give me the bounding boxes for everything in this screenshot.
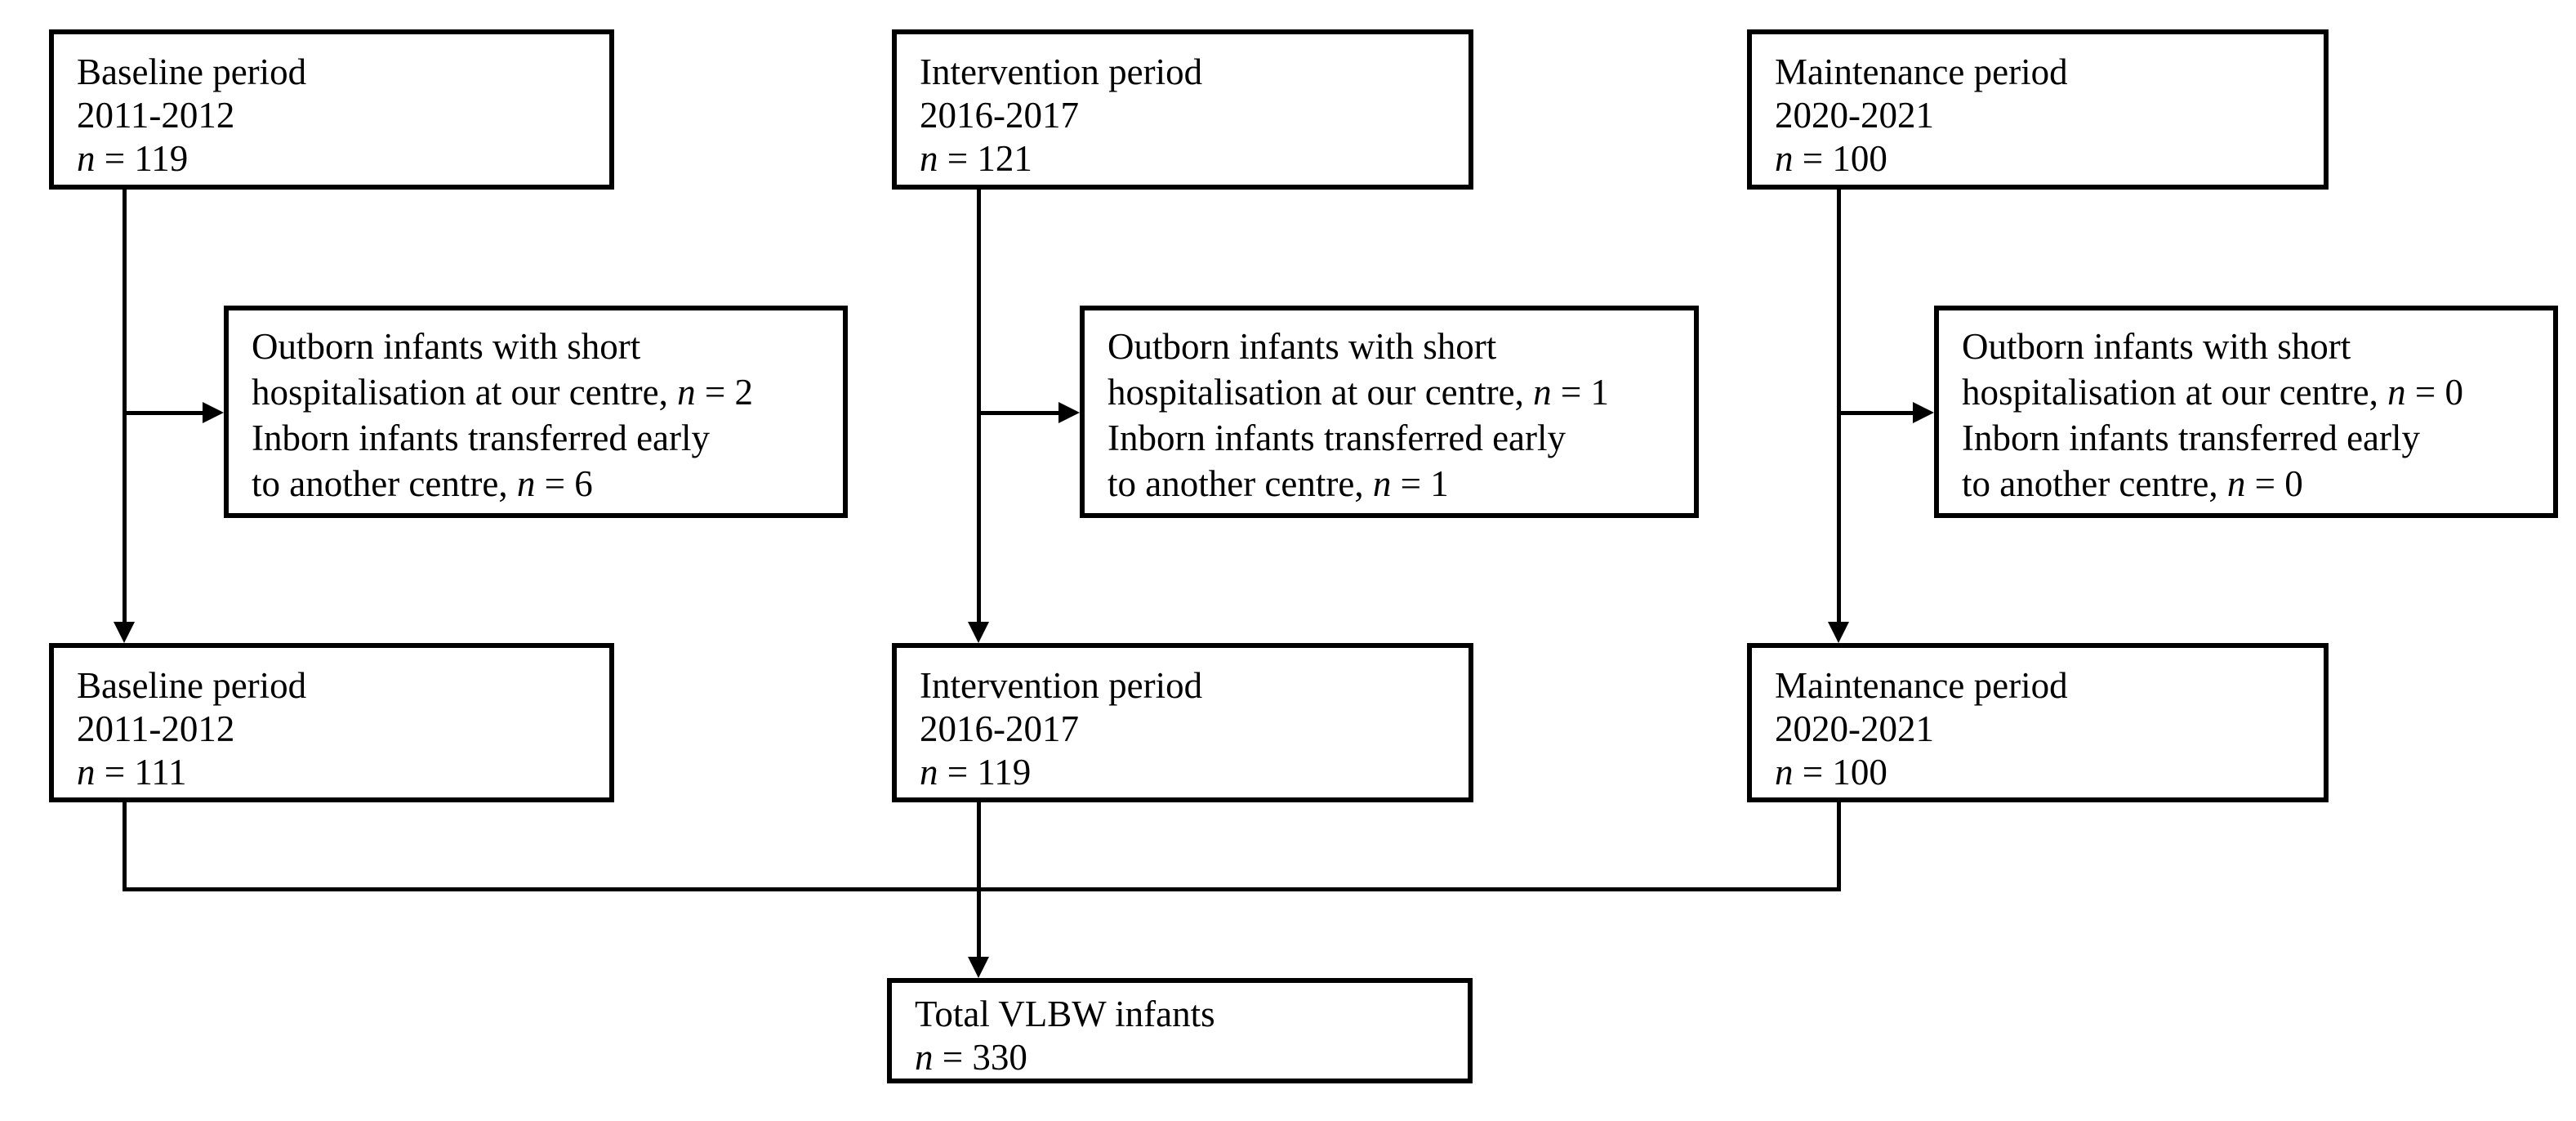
baseline-merge-connector bbox=[123, 802, 127, 891]
box-count: n = 330 bbox=[915, 1036, 1460, 1079]
box-years: 2020-2021 bbox=[1775, 708, 1934, 749]
box-title: Intervention period bbox=[920, 51, 1203, 92]
baseline-down-connector bbox=[123, 190, 127, 623]
baseline-initial-box: Baseline period 2011-2012 n = 119 bbox=[49, 29, 614, 190]
n-value: = 119 bbox=[95, 138, 189, 179]
n-symbol: n bbox=[1533, 372, 1552, 413]
n-symbol: n bbox=[1372, 463, 1392, 504]
n-value: = 100 bbox=[1793, 138, 1887, 179]
excluded-inborn-line2: to another centre, n = 0 bbox=[1962, 463, 2303, 504]
maintenance-exclusion-connector bbox=[1837, 411, 1913, 415]
box-title: Baseline period bbox=[77, 665, 307, 706]
maintenance-included-box: Maintenance period 2020-2021 n = 100 bbox=[1747, 643, 2329, 802]
merge-horizontal-connector bbox=[123, 887, 1841, 891]
n-value: = 111 bbox=[95, 752, 187, 793]
box-years: 2016-2017 bbox=[920, 95, 1079, 136]
box-count: n = 100 bbox=[1775, 751, 2315, 794]
maintenance-exclusion-arrowhead-icon bbox=[1913, 402, 1934, 423]
n-symbol: n bbox=[677, 372, 696, 413]
n-symbol: n bbox=[920, 138, 938, 179]
baseline-excluded-box: Outborn infants with short hospitalisati… bbox=[224, 306, 848, 518]
n-value: = 1 bbox=[1551, 372, 1609, 413]
excluded-outborn-line2: hospitalisation at our centre, n = 2 bbox=[252, 372, 753, 413]
n-value: = 0 bbox=[2245, 463, 2303, 504]
total-vlbw-box: Total VLBW infants n = 330 bbox=[887, 978, 1473, 1083]
n-symbol: n bbox=[1775, 138, 1794, 179]
maintenance-excluded-box: Outborn infants with short hospitalisati… bbox=[1934, 306, 2558, 518]
excluded-outborn-line1: Outborn infants with short bbox=[252, 326, 641, 367]
box-title: Baseline period bbox=[77, 51, 307, 92]
n-symbol: n bbox=[516, 463, 536, 504]
n-value: = 6 bbox=[535, 463, 593, 504]
box-years: 2016-2017 bbox=[920, 708, 1079, 749]
n-symbol: n bbox=[77, 138, 96, 179]
box-count: n = 111 bbox=[77, 751, 601, 794]
n-value: = 2 bbox=[695, 372, 753, 413]
excluded-outborn-line2: hospitalisation at our centre, n = 1 bbox=[1108, 372, 1609, 413]
excluded-outborn-line2: hospitalisation at our centre, n = 0 bbox=[1962, 372, 2463, 413]
intervention-excluded-box: Outborn infants with short hospitalisati… bbox=[1080, 306, 1699, 518]
excluded-inborn-line2: to another centre, n = 6 bbox=[252, 463, 593, 504]
excluded-outborn-line1: Outborn infants with short bbox=[1108, 326, 1497, 367]
excluded-inborn-line1: Inborn infants transferred early bbox=[1108, 418, 1567, 458]
excluded-outborn-line1: Outborn infants with short bbox=[1962, 326, 2351, 367]
n-value: = 330 bbox=[933, 1037, 1027, 1078]
n-symbol: n bbox=[915, 1037, 934, 1078]
box-count: n = 121 bbox=[920, 137, 1460, 181]
box-count: n = 119 bbox=[920, 751, 1460, 794]
intervention-exclusion-arrowhead-icon bbox=[1058, 402, 1080, 423]
n-value: = 0 bbox=[2405, 372, 2463, 413]
box-count: n = 100 bbox=[1775, 137, 2315, 181]
box-title: Total VLBW infants bbox=[915, 994, 1215, 1034]
baseline-exclusion-arrowhead-icon bbox=[203, 402, 224, 423]
intervention-down-connector bbox=[977, 190, 981, 623]
excluded-inborn-line1: Inborn infants transferred early bbox=[1962, 418, 2421, 458]
n-symbol: n bbox=[920, 752, 938, 793]
total-arrowhead-icon bbox=[968, 957, 989, 978]
box-title: Maintenance period bbox=[1775, 665, 2068, 706]
n-symbol: n bbox=[2226, 463, 2246, 504]
n-value: = 1 bbox=[1391, 463, 1449, 504]
box-count: n = 119 bbox=[77, 137, 601, 181]
baseline-down-arrowhead-icon bbox=[114, 622, 135, 643]
box-years: 2011-2012 bbox=[77, 95, 235, 136]
n-value: = 119 bbox=[938, 752, 1032, 793]
intervention-initial-box: Intervention period 2016-2017 n = 121 bbox=[892, 29, 1473, 190]
maintenance-down-connector bbox=[1837, 190, 1841, 623]
intervention-exclusion-connector bbox=[977, 411, 1058, 415]
intervention-down-arrowhead-icon bbox=[968, 622, 989, 643]
box-title: Maintenance period bbox=[1775, 51, 2068, 92]
box-years: 2020-2021 bbox=[1775, 95, 1934, 136]
intervention-included-box: Intervention period 2016-2017 n = 119 bbox=[892, 643, 1473, 802]
excluded-inborn-line2: to another centre, n = 1 bbox=[1108, 463, 1449, 504]
n-value: = 121 bbox=[938, 138, 1032, 179]
excluded-inborn-line1: Inborn infants transferred early bbox=[252, 418, 711, 458]
box-years: 2011-2012 bbox=[77, 708, 235, 749]
n-symbol: n bbox=[1775, 752, 1794, 793]
intervention-merge-connector bbox=[977, 802, 981, 957]
n-value: = 100 bbox=[1793, 752, 1887, 793]
baseline-exclusion-connector bbox=[123, 411, 203, 415]
maintenance-initial-box: Maintenance period 2020-2021 n = 100 bbox=[1747, 29, 2329, 190]
maintenance-down-arrowhead-icon bbox=[1828, 622, 1849, 643]
n-symbol: n bbox=[2387, 372, 2406, 413]
box-title: Intervention period bbox=[920, 665, 1203, 706]
n-symbol: n bbox=[77, 752, 96, 793]
baseline-included-box: Baseline period 2011-2012 n = 111 bbox=[49, 643, 614, 802]
maintenance-merge-connector bbox=[1837, 802, 1841, 891]
